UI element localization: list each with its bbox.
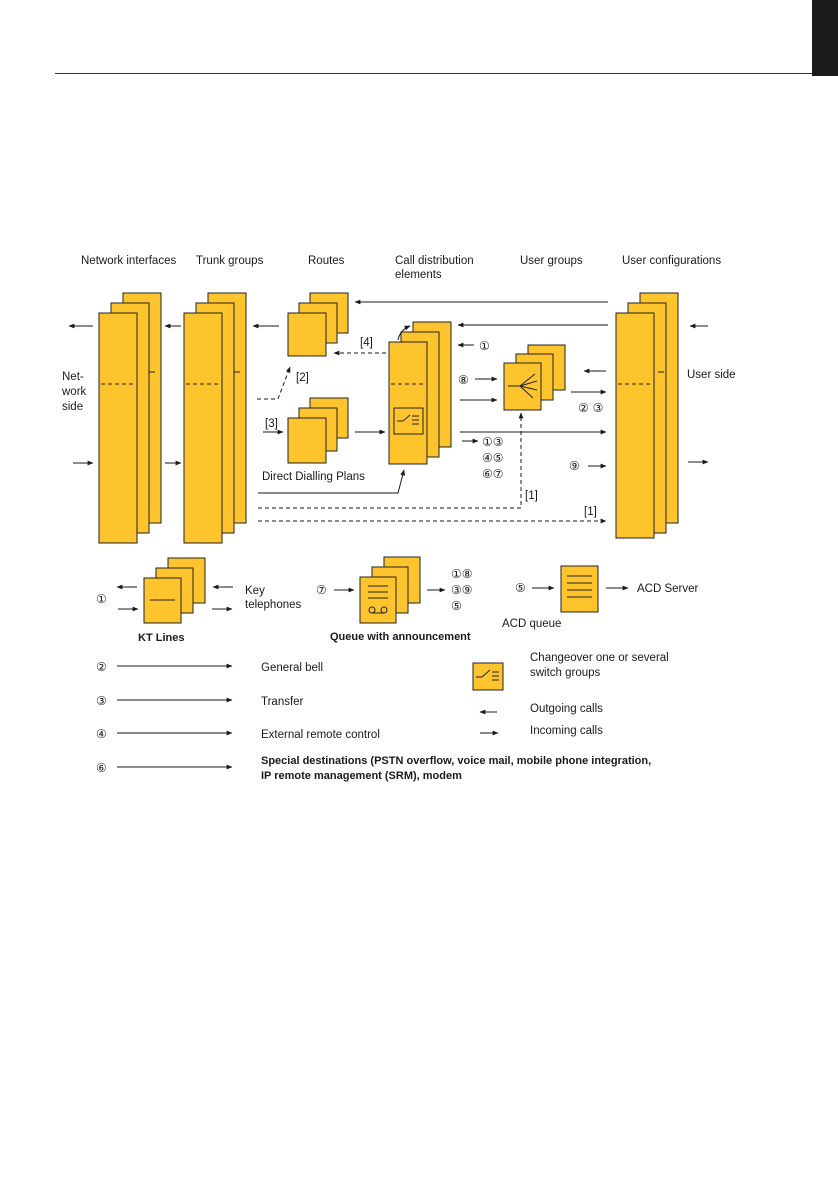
circled-9-uc: ⑨ (569, 459, 580, 473)
direct-dialling-plans-stack (287, 397, 349, 464)
user-side-label: User side (687, 369, 736, 381)
legend-transfer: Transfer (261, 696, 304, 708)
legend-external-remote: External remote control (261, 729, 380, 741)
circled-1-kt: ① (96, 592, 107, 606)
circled-6-7-cd: ⑥⑦ (482, 467, 504, 481)
kt-lines-stack (143, 557, 206, 624)
user-groups-stack (503, 344, 566, 411)
network-side-label-2: work (61, 386, 87, 398)
legend-changeover-2: switch groups (530, 667, 601, 679)
changeover-switch-icon (472, 662, 504, 691)
queue-announcement-stack (359, 556, 421, 624)
legend-outgoing-calls: Outgoing calls (530, 703, 603, 715)
header-rule (55, 73, 838, 74)
header-call-distribution-line2: elements (395, 269, 442, 281)
queue-announcement-label: Queue with announcement (330, 631, 471, 643)
circled-1-cd: ① (479, 339, 490, 353)
circled-3-9-queue: ③⑨ (451, 583, 473, 597)
acd-queue-label: ACD queue (502, 618, 561, 630)
ref-label-2: [2] (296, 372, 309, 384)
header-routes: Routes (308, 255, 345, 267)
header-user-configurations: User configurations (622, 255, 721, 267)
circled-1-8-queue: ①⑧ (451, 567, 473, 581)
header-network-interfaces: Network interfaces (81, 255, 176, 267)
ref-label-1b: [1] (584, 506, 597, 518)
circled-5-acd: ⑤ (515, 581, 526, 595)
circled-7-queue: ⑦ (316, 583, 327, 597)
header-user-groups: User groups (520, 255, 583, 267)
circled-4-5-cd: ④⑤ (482, 451, 504, 465)
user-configurations-stack (615, 292, 679, 539)
network-side-label-3: side (62, 401, 83, 413)
connectors (68, 299, 709, 770)
header-call-distribution: Call distribution (395, 255, 474, 267)
direct-dialling-plans-label: Direct Dialling Plans (262, 471, 365, 483)
routes-stack (287, 292, 349, 357)
legend-circled-2: ② (96, 660, 107, 674)
trunk-groups-stack (183, 292, 247, 544)
key-telephones-label-2: telephones (245, 599, 302, 611)
page-tab-marker (812, 0, 838, 76)
legend-special-destinations-1: Special destinations (PSTN overflow, voi… (261, 755, 651, 767)
key-telephones-label-1: Key (245, 585, 265, 597)
legend-circled-6: ⑥ (96, 761, 107, 775)
circled-5-queue: ⑤ (451, 599, 462, 613)
circled-8-ug: ⑧ (458, 373, 469, 387)
call-distribution-stack (388, 321, 452, 465)
legend-incoming-calls: Incoming calls (530, 725, 603, 737)
kt-lines-label: KT Lines (138, 632, 184, 644)
acd-queue-box (560, 565, 599, 613)
legend-general-bell: General bell (261, 662, 323, 674)
circled-1-3-cd: ①③ (482, 435, 504, 449)
ref-label-1a: [1] (525, 490, 538, 502)
legend-special-destinations-2: IP remote management (SRM), modem (261, 770, 462, 782)
ref-label-3: [3] (265, 418, 278, 430)
header-trunk-groups: Trunk groups (196, 255, 264, 267)
ref-label-4: [4] (360, 337, 373, 349)
circled-2-3-ug: ② ③ (578, 401, 603, 415)
network-interfaces-stack (98, 292, 162, 544)
legend-circled-4: ④ (96, 727, 107, 741)
legend-changeover-1: Changeover one or several (530, 652, 669, 664)
legend-circled-3: ③ (96, 694, 107, 708)
network-side-label-1: Net- (62, 371, 84, 383)
acd-server-label: ACD Server (637, 583, 699, 595)
